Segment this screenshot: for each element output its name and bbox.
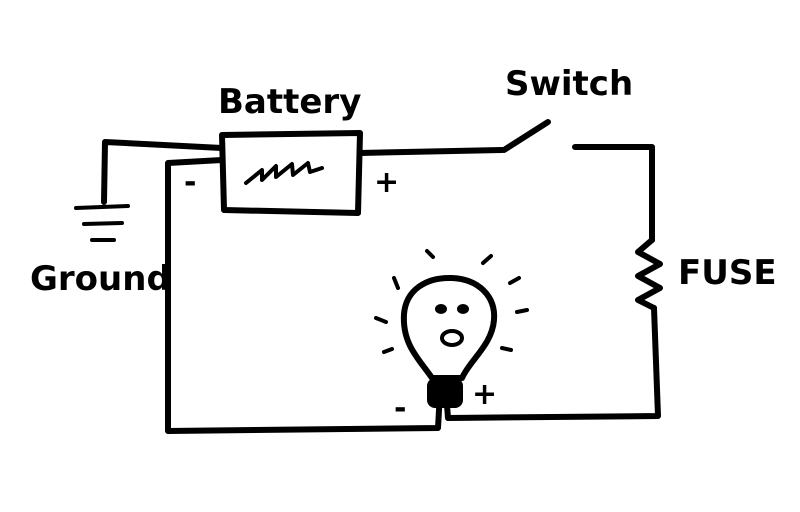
switch: Switch xyxy=(501,64,633,153)
wire-battery-to-switch xyxy=(357,147,505,156)
bulb-glow-rays xyxy=(374,249,529,354)
ground-bar-2 xyxy=(82,221,124,226)
ground-label: Ground xyxy=(30,259,171,299)
glow-ray xyxy=(508,276,521,285)
battery-positive-terminal: + xyxy=(374,165,399,200)
ground-wire xyxy=(101,139,225,205)
wire-bulb-to-battery xyxy=(165,157,443,434)
glow-ray xyxy=(500,346,513,352)
switch-lever xyxy=(501,119,551,153)
glow-ray xyxy=(425,249,435,259)
ground-bar-1 xyxy=(74,204,130,210)
bulb-negative-terminal: - xyxy=(394,391,406,426)
battery-negative-terminal: - xyxy=(184,165,196,200)
glow-ray xyxy=(374,316,388,324)
fuse-label: FUSE xyxy=(678,253,777,293)
light-bulb: - + xyxy=(394,274,498,426)
glow-ray xyxy=(392,276,400,290)
battery-label: Battery xyxy=(218,82,361,122)
bulb-base xyxy=(427,378,463,408)
switch-label: Switch xyxy=(505,64,633,104)
battery: Battery - + xyxy=(184,82,399,216)
bulb-face-eye-left xyxy=(435,304,447,314)
glow-ray xyxy=(382,347,394,354)
glow-ray xyxy=(481,254,493,265)
bulb-face-mouth xyxy=(440,329,464,347)
fuse-zigzag xyxy=(635,237,663,311)
bulb-face-eye-right xyxy=(457,304,469,314)
bulb-positive-terminal: + xyxy=(472,377,497,412)
fuse: FUSE xyxy=(635,237,777,311)
bulb-glass xyxy=(400,274,498,381)
glow-ray xyxy=(515,308,529,314)
battery-body xyxy=(219,130,363,216)
wire-switch-to-fuse xyxy=(572,144,655,243)
battery-scribble xyxy=(244,161,324,185)
ground: Ground xyxy=(30,139,225,299)
